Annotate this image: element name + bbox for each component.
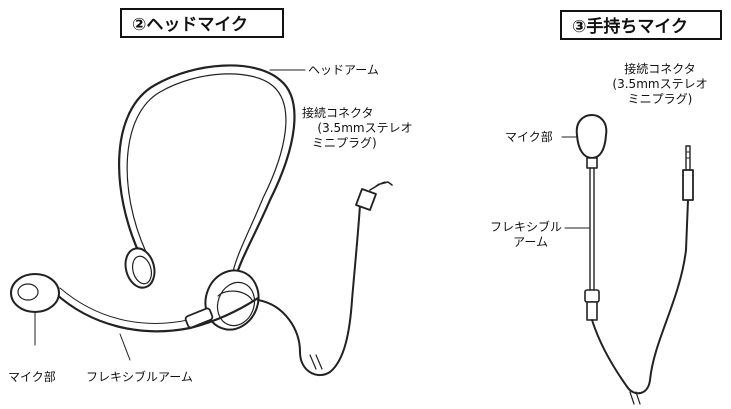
handheld-connector-line2: (3.5mmステレオ [612,77,708,91]
handheld-mic-head [575,114,608,159]
headset-connector-label: 接続コネクタ (3.5mmステレオ ミニプラグ) [300,106,430,151]
headset-connector-line2: (3.5mmステレオ [317,121,413,135]
handheld-connector-line1: 接続コネクタ [624,62,696,76]
headset-cable [257,204,361,377]
handheld-mic-label: マイク部 [505,130,553,144]
handheld-connector-label: 接続コネクタ (3.5mmステレオ ミニプラグ) [600,62,720,107]
headband [118,64,296,282]
boom-arm [53,291,260,333]
handheld-flex-line1: フレキシブル [489,220,562,234]
headset-title: ②ヘッドマイク [120,8,284,38]
handheld-connector-line3: ミニプラグ) [627,92,693,106]
headset-connector-line3: ミニプラグ) [312,136,377,150]
headset-flex-arm-label: フレキシブルアーム [86,370,193,384]
headset-plug [355,188,377,211]
head-arm-label: ヘッドアーム [308,63,379,77]
handheld-title: ③手持ちマイク [560,10,722,40]
headset-connector-line1: 接続コネクタ [302,106,374,120]
left-ear-pad [124,247,156,289]
handheld-cable [591,199,689,395]
handheld-flex-line2: アーム [513,235,548,249]
headset-mic-label: マイク部 [8,370,56,384]
handheld-flex-label: フレキシブル アーム [470,220,562,250]
handheld-flex-neck [589,167,595,291]
handheld-plug [682,169,694,201]
